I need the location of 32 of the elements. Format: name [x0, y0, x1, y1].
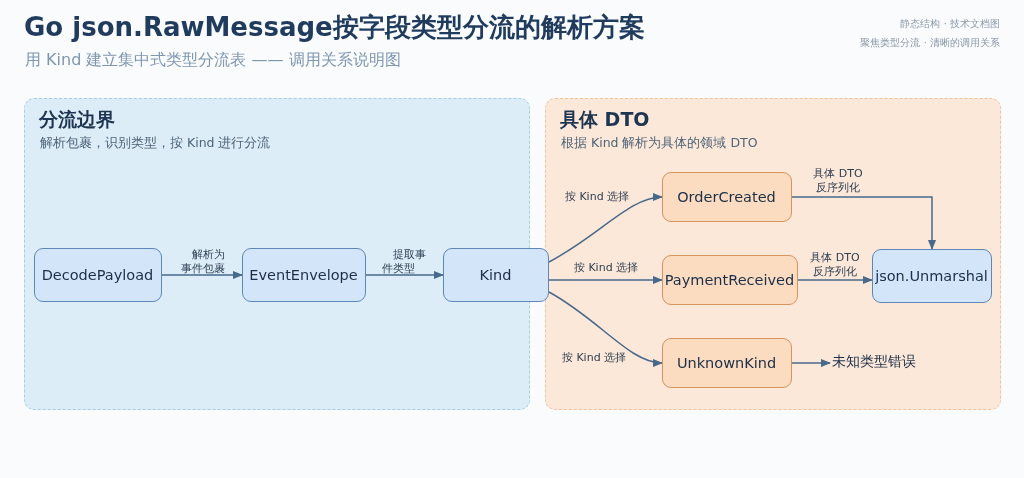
process-box: OrderCreated: [661, 171, 792, 222]
edge-label: 具体 DTO 反序列化: [809, 250, 861, 280]
panel-description: 解析包裹，识别类型，按 Kind 进行分流: [40, 135, 271, 152]
edge-label: 解析为事件包裹: [181, 247, 225, 277]
arrow: [548, 275, 664, 285]
process-box: UnknownKind: [661, 337, 792, 388]
subtitle: 用 Kind 建立集中式类型分流表 —— 调用关系说明图: [25, 50, 401, 71]
arrow: [797, 275, 874, 285]
edge-label: 按 Kind 选择: [573, 260, 639, 276]
note-text: 静态结构 · 技术文档图: [900, 17, 1000, 31]
edge-label: 提取事件类型: [382, 247, 426, 277]
panel-heading: 具体 DTO: [560, 107, 650, 132]
process-box: Kind: [442, 247, 549, 302]
result-text: 未知类型错误: [831, 352, 922, 373]
arrow: [548, 193, 664, 263]
edge-label: 按 Kind 选择: [561, 350, 627, 366]
title: Go json.RawMessage按字段类型分流的解析方案: [24, 11, 645, 44]
arrow: [791, 358, 832, 368]
process-box: json.Unmarshal: [871, 248, 992, 303]
process-box: EventEnvelope: [241, 247, 366, 302]
edge-label: 按 Kind 选择: [564, 189, 630, 205]
arrow: [548, 291, 664, 367]
region-panel: [545, 98, 1001, 410]
panel-heading: 分流边界: [39, 107, 115, 132]
arrow: [365, 270, 445, 280]
edge-label: 具体 DTO 反序列化: [812, 166, 864, 196]
process-box: DecodePayload: [33, 247, 162, 302]
note-text: 聚焦类型分流 · 清晰的调用关系: [860, 36, 1000, 50]
process-box: PaymentReceived: [661, 254, 798, 305]
arrow: [791, 196, 937, 251]
arrow: [161, 270, 244, 280]
panel-description: 根据 Kind 解析为具体的领域 DTO: [561, 135, 758, 152]
